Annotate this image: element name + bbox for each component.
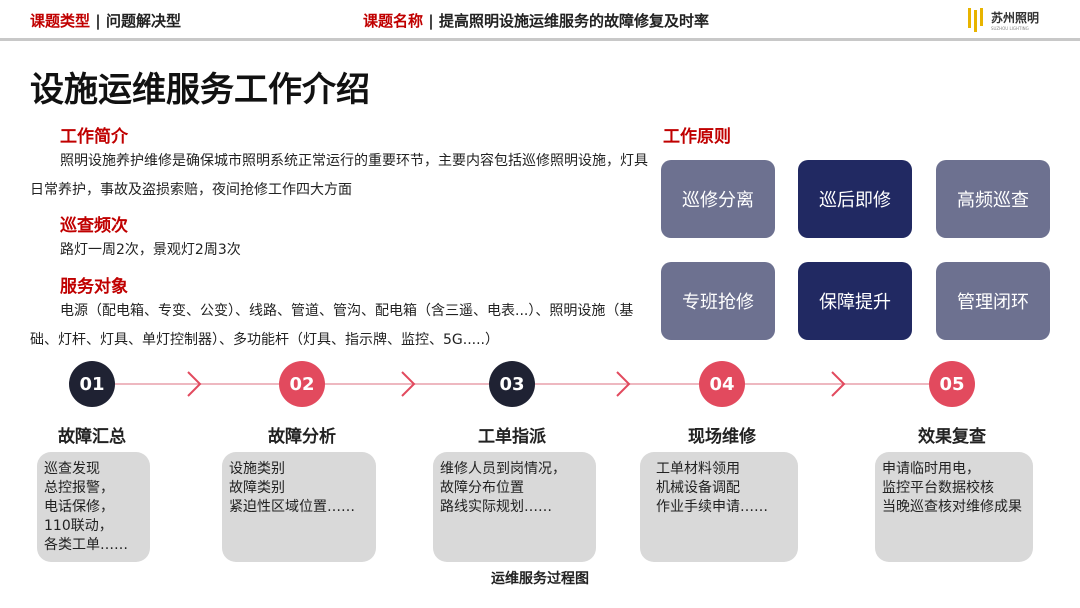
step-title: 工单指派 [478, 427, 546, 447]
principle-card: 巡修分离 [661, 160, 775, 238]
logo-icon [968, 8, 983, 32]
principle-card: 巡后即修 [798, 160, 912, 238]
topic-name: 课题名称 | 提高照明设施运维服务的故障修复及时率 [363, 12, 709, 30]
logo-text: 苏州照明 [991, 11, 1040, 25]
step-detail: 维修人员到岗情况， 故障分布位置 路线实际规划…… [433, 452, 596, 562]
step-title: 现场维修 [688, 427, 756, 447]
step-detail: 申请临时用电， 监控平台数据校核 当晚巡查核对维修成果 [875, 452, 1033, 562]
step-detail: 巡查发现 总控报警， 电话保修， 110联动， 各类工单…… [37, 452, 150, 562]
topic-name-value: 提高照明设施运维服务的故障修复及时率 [438, 12, 709, 30]
step-title: 故障汇总 [58, 427, 126, 447]
principle-card: 高频巡查 [936, 160, 1050, 238]
step-number: 05 [929, 361, 975, 407]
principle-card: 管理闭环 [936, 262, 1050, 340]
step-detail: 设施类别 故障类别 紧迫性区域位置…… [222, 452, 376, 562]
step-detail: 工单材料领用 机械设备调配 作业手续申请…… [640, 452, 798, 562]
header-divider [0, 38, 1080, 41]
step-number: 03 [489, 361, 535, 407]
intro-heading: 工作简介 [60, 127, 128, 147]
step-title: 效果复查 [918, 427, 986, 447]
page-title: 设施运维服务工作介绍 [30, 70, 370, 110]
step-number: 01 [69, 361, 115, 407]
step-title: 故障分析 [268, 427, 336, 447]
arrow-icon [831, 371, 846, 397]
arrow-icon [187, 371, 202, 397]
topic-type-label: 课题类型 [30, 12, 91, 30]
principles-heading: 工作原则 [663, 127, 731, 147]
targets-text: 电源（配电箱、专变、公变）、线路、管道、管沟、配电箱（含三遥、电表...）、照明… [30, 303, 634, 348]
diagram-caption: 运维服务过程图 [491, 571, 589, 587]
logo-subtext: SUZHOU LIGHTING [991, 26, 1029, 31]
topic-type: 课题类型 | 问题解决型 [30, 12, 181, 30]
intro-text: 照明设施养护维修是确保城市照明系统正常运行的重要环节，主要内容包括巡修照明设施，… [30, 153, 648, 198]
step-number: 04 [699, 361, 745, 407]
step-number: 02 [279, 361, 325, 407]
process-connectors [115, 371, 930, 397]
topic-type-value: 问题解决型 [105, 12, 181, 30]
arrow-icon [616, 371, 631, 397]
arrow-icon [401, 371, 416, 397]
frequency-text: 路灯一周2次，景观灯2周3次 [60, 242, 241, 258]
topic-name-label: 课题名称 [363, 12, 424, 30]
principle-card: 保障提升 [798, 262, 912, 340]
targets-heading: 服务对象 [60, 277, 128, 297]
principle-card: 专班抢修 [661, 262, 775, 340]
frequency-heading: 巡查频次 [60, 216, 128, 236]
